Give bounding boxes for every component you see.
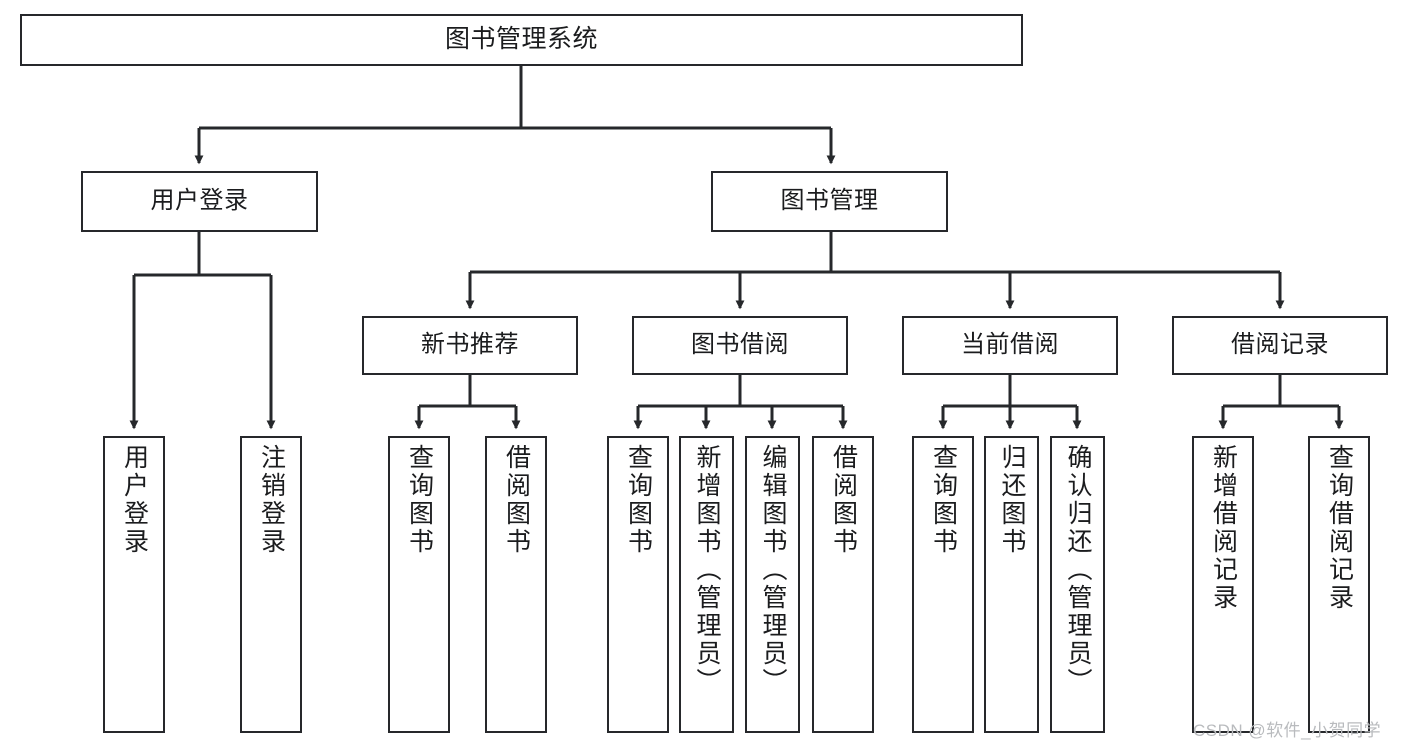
- node-leaf-confirm-return[interactable]: 确认归还（管理员）: [1050, 436, 1105, 733]
- node-leaf-edit-book[interactable]: 编辑图书（管理员）: [745, 436, 800, 733]
- node-user-login-label: 用户登录: [150, 187, 249, 215]
- node-leaf-logout[interactable]: 注销登录: [240, 436, 302, 733]
- node-new-book-rec[interactable]: 新书推荐: [362, 316, 578, 375]
- node-leaf-add-book-label: 新增图书（管理员）: [693, 444, 721, 696]
- node-leaf-query-book-1[interactable]: 查询图书: [388, 436, 450, 733]
- node-book-borrow[interactable]: 图书借阅: [632, 316, 848, 375]
- node-leaf-user-login[interactable]: 用户登录: [103, 436, 165, 733]
- node-leaf-query-record[interactable]: 查询借阅记录: [1308, 436, 1370, 733]
- node-user-login[interactable]: 用户登录: [81, 171, 318, 232]
- node-leaf-user-login-label: 用户登录: [120, 444, 149, 556]
- node-leaf-borrow-book-1[interactable]: 借阅图书: [485, 436, 547, 733]
- node-leaf-borrow-book-1-label: 借阅图书: [502, 444, 531, 556]
- csdn-watermark: CSDN @软件_小贺同学: [1193, 721, 1382, 740]
- node-leaf-add-record[interactable]: 新增借阅记录: [1192, 436, 1254, 733]
- node-leaf-query-book-1-label: 查询图书: [405, 444, 434, 556]
- node-leaf-confirm-return-label: 确认归还（管理员）: [1064, 444, 1092, 696]
- node-leaf-edit-book-label: 编辑图书（管理员）: [759, 444, 787, 696]
- node-root[interactable]: 图书管理系统: [20, 14, 1023, 66]
- node-borrow-record[interactable]: 借阅记录: [1172, 316, 1388, 375]
- node-leaf-add-record-label: 新增借阅记录: [1209, 444, 1238, 612]
- node-borrow-record-label: 借阅记录: [1231, 331, 1329, 359]
- node-leaf-add-book[interactable]: 新增图书（管理员）: [679, 436, 734, 733]
- node-book-borrow-label: 图书借阅: [691, 331, 789, 359]
- node-leaf-return-book-label: 归还图书: [998, 444, 1026, 556]
- node-book-manage-label: 图书管理: [780, 187, 879, 215]
- node-book-manage[interactable]: 图书管理: [711, 171, 948, 232]
- node-current-borrow-label: 当前借阅: [961, 331, 1059, 359]
- node-new-book-rec-label: 新书推荐: [421, 331, 519, 359]
- node-leaf-query-record-label: 查询借阅记录: [1325, 444, 1354, 612]
- node-leaf-borrow-book-2-label: 借阅图书: [829, 444, 858, 556]
- node-leaf-return-book[interactable]: 归还图书: [984, 436, 1039, 733]
- node-current-borrow[interactable]: 当前借阅: [902, 316, 1118, 375]
- node-leaf-borrow-book-2[interactable]: 借阅图书: [812, 436, 874, 733]
- node-leaf-logout-label: 注销登录: [257, 444, 286, 556]
- node-leaf-query-book-3-label: 查询图书: [929, 444, 958, 556]
- node-leaf-query-book-3[interactable]: 查询图书: [912, 436, 974, 733]
- node-leaf-query-book-2[interactable]: 查询图书: [607, 436, 669, 733]
- node-leaf-query-book-2-label: 查询图书: [624, 444, 653, 556]
- node-root-label: 图书管理系统: [444, 25, 598, 54]
